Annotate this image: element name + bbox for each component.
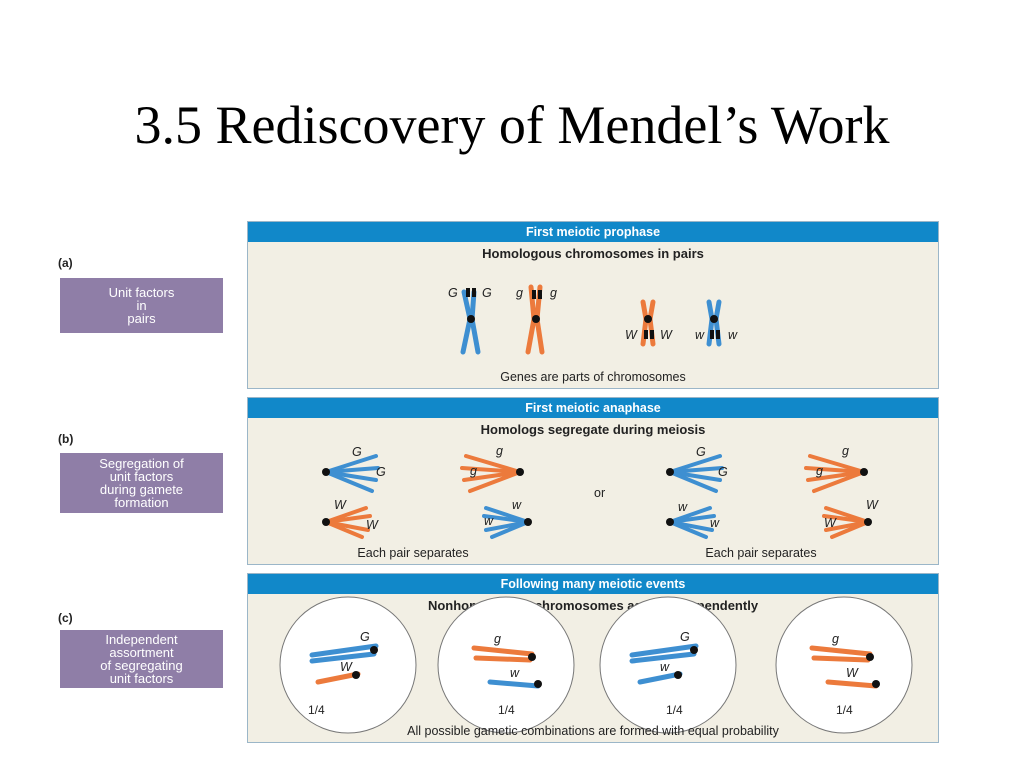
anaphase-w-cluster-1 <box>482 506 532 539</box>
side-box-segregation: Segregation of unit factors during gamet… <box>60 453 223 513</box>
label-b-w1: w <box>512 498 522 512</box>
label-G-right: G <box>482 286 492 300</box>
anaphase-g-cluster-1 <box>460 454 524 493</box>
fraction-3: 1/4 <box>666 703 683 717</box>
or-text: or <box>594 486 606 500</box>
chromosome-pair-G <box>460 289 481 355</box>
label-c2-top: g <box>494 632 501 646</box>
label-G-left: G <box>448 286 458 300</box>
label-b-G1: G <box>352 445 362 459</box>
label-c1-top: G <box>360 630 370 644</box>
row-label-c: (c) <box>58 611 73 625</box>
caption-right: Each pair separates <box>705 546 817 560</box>
anaphase-w-cluster-2 <box>666 506 716 539</box>
anaphase-W-cluster-1 <box>322 506 372 539</box>
anaphase-g-cluster-2 <box>804 454 868 493</box>
label-c3-top: G <box>680 630 690 644</box>
label-b-W2: W <box>366 518 378 532</box>
label-W-left: W <box>625 328 637 342</box>
anaphase-W-cluster-2 <box>822 506 872 539</box>
label-c1-bot: W <box>340 660 352 674</box>
label-b-w2: w <box>484 514 494 528</box>
anaphase-G-cluster-2 <box>666 454 724 493</box>
label-b-W1: W <box>334 498 346 512</box>
gamete-cell-4 <box>775 596 913 734</box>
assortment-diagram <box>279 596 913 734</box>
side-box-unit-factors: Unit factors in pairs <box>60 278 223 333</box>
label-b-g3: g <box>842 444 849 458</box>
label-b-W4: W <box>824 516 836 530</box>
fraction-2: 1/4 <box>498 703 515 717</box>
label-g-right: g <box>550 286 557 300</box>
panel-header-prophase: First meiotic prophase <box>248 222 938 242</box>
panel-anaphase: First meiotic anaphase Homologs segregat… <box>247 397 939 565</box>
label-b-g4: g <box>816 464 823 478</box>
gamete-cell-3 <box>599 596 737 734</box>
panel-header-assortment: Following many meiotic events <box>248 574 938 594</box>
gamete-cell-2 <box>437 596 575 734</box>
label-c4-top: g <box>832 632 839 646</box>
gamete-cell-1 <box>279 596 417 734</box>
label-b-g1: g <box>496 444 503 458</box>
fraction-1: 1/4 <box>308 703 325 717</box>
side-box-independent-assortment: Independent assortment of segregating un… <box>60 630 223 688</box>
panel-header-anaphase: First meiotic anaphase <box>248 398 938 418</box>
label-w-left: w <box>695 328 705 342</box>
label-b-g2: g <box>470 464 477 478</box>
label-b-G3: G <box>696 445 706 459</box>
label-b-W3: W <box>866 498 878 512</box>
panel-subtitle-anaphase: Homologs segregate during meiosis <box>480 422 706 437</box>
label-b-G2: G <box>376 465 386 479</box>
label-c3-bot: w <box>660 660 670 674</box>
panel-footer-assortment: All possible gametic combinations are fo… <box>407 724 779 738</box>
panel-footer-prophase: Genes are parts of chromosomes <box>500 370 686 384</box>
panel-assortment: Following many meiotic events Nonhomolog… <box>247 573 939 743</box>
prophase-chromosomes-diagram <box>460 284 722 355</box>
anaphase-G-cluster-1 <box>322 454 380 493</box>
panel-prophase: First meiotic prophase Homologous chromo… <box>247 221 939 389</box>
label-c4-bot: W <box>846 666 858 680</box>
label-b-w3: w <box>678 500 688 514</box>
caption-left: Each pair separates <box>357 546 469 560</box>
anaphase-chromosomes-diagram <box>322 454 872 539</box>
label-w-right: w <box>728 328 738 342</box>
label-c2-bot: w <box>510 666 520 680</box>
slide-title: 3.5 Rediscovery of Mendel’s Work <box>134 95 890 155</box>
fraction-4: 1/4 <box>836 703 853 717</box>
label-W-right: W <box>660 328 672 342</box>
row-label-a: (a) <box>58 256 73 270</box>
label-b-G4: G <box>718 465 728 479</box>
label-b-w4: w <box>710 516 720 530</box>
row-label-b: (b) <box>58 432 74 446</box>
label-g-left: g <box>516 286 523 300</box>
panel-subtitle-prophase: Homologous chromosomes in pairs <box>482 246 704 261</box>
